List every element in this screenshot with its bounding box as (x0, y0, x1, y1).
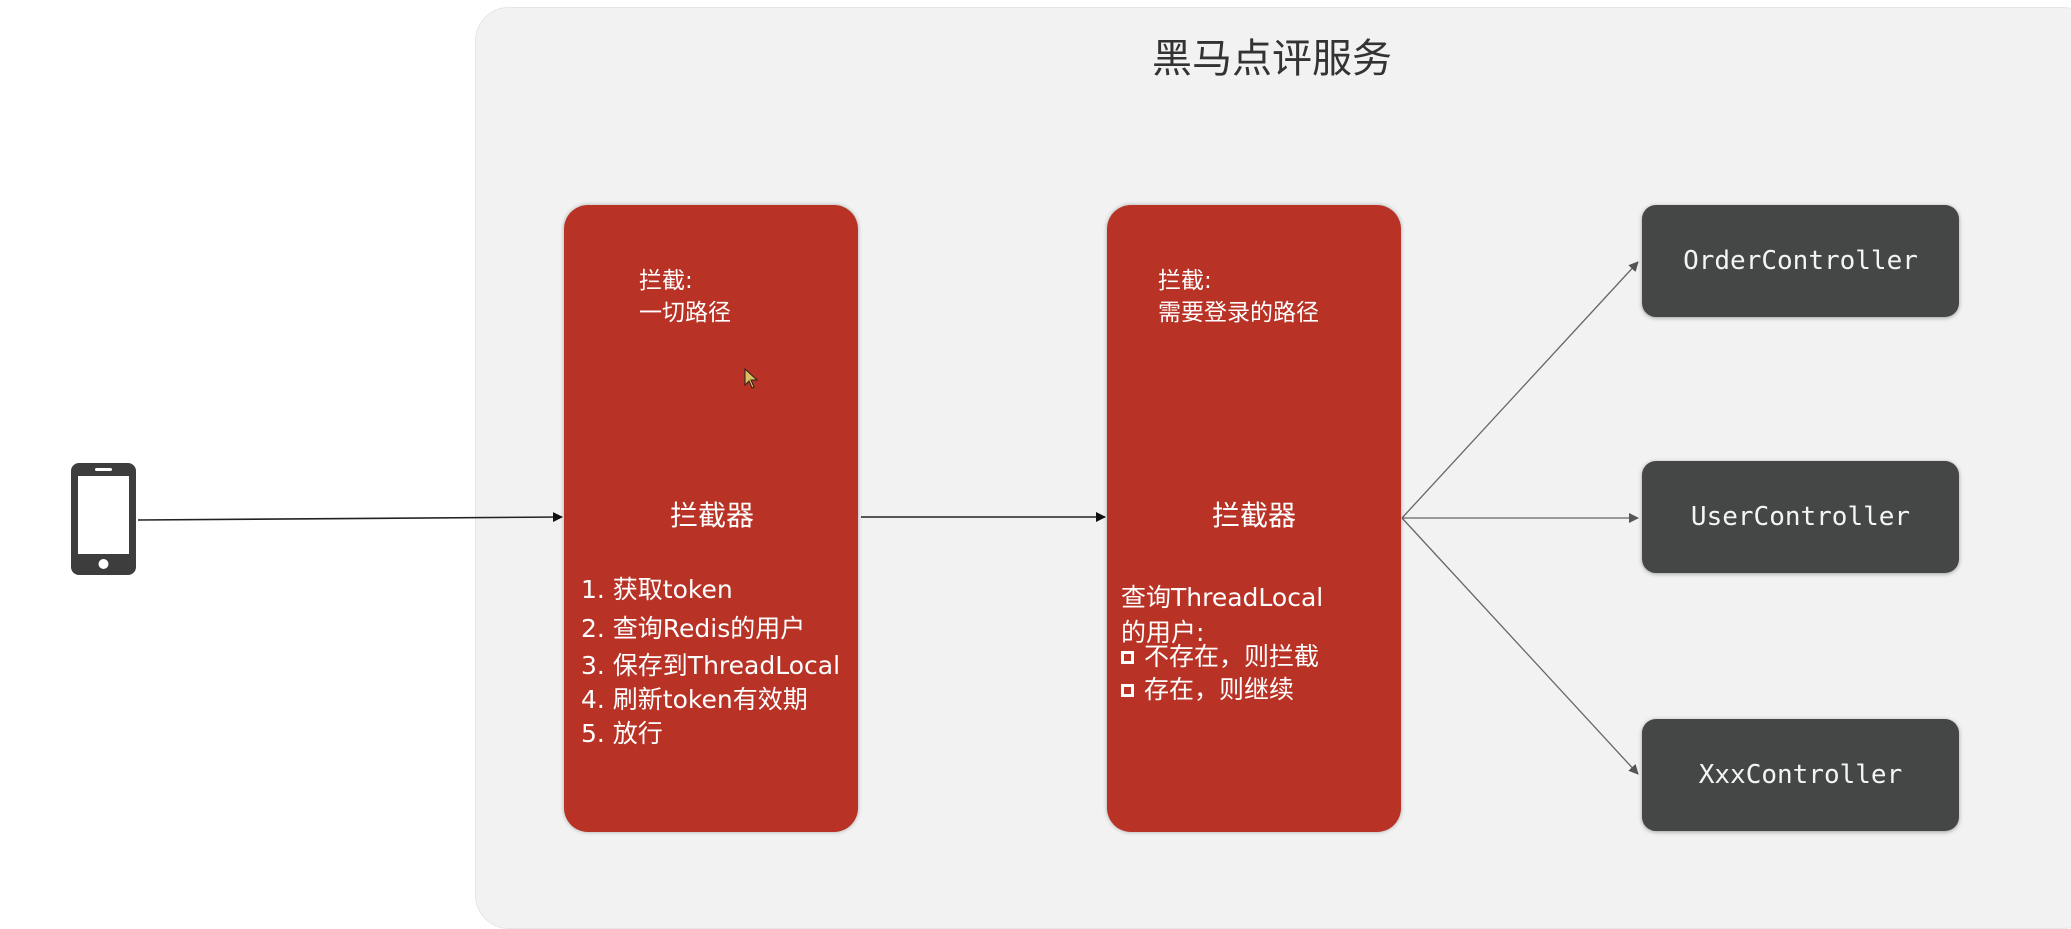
connector-arrows (137, 261, 1639, 775)
mouse-cursor-icon (744, 367, 760, 394)
option-text: 存在，则继续 (1144, 675, 1295, 704)
interceptor2-option: 不存在，则拦截 (1121, 639, 1319, 674)
interceptor2-desc: 查询ThreadLocal (1121, 583, 1324, 612)
interceptor1-scope-label: 拦截: (639, 268, 693, 294)
checkbox-square-icon (1121, 651, 1134, 664)
option-text: 不存在，则拦截 (1144, 642, 1320, 671)
interceptor1-name: 拦截器 (669, 499, 754, 532)
service-title: 黑马点评服务 (1152, 36, 1392, 82)
interceptor1-step: 5. 放行 (581, 719, 663, 748)
arrow-phone-to-interceptor1 (137, 512, 563, 523)
arrow-to-order-controller (1401, 261, 1639, 519)
interceptor1-step: 1. 获取token (581, 575, 733, 604)
order-controller: OrderController (1642, 205, 1959, 317)
interceptor-login-paths (1107, 205, 1401, 832)
arrow-to-xxx-controller (1401, 517, 1639, 775)
interceptor1-step: 3. 保存到ThreadLocal (581, 651, 841, 680)
mobile-phone-icon (70, 462, 137, 576)
interceptor2-option: 存在，则继续 (1121, 672, 1294, 707)
interceptor1-step: 2. 查询Redis的用户 (581, 614, 806, 643)
interceptor2-scope-label: 拦截: (1158, 268, 1212, 294)
interceptor1-scope-value: 一切路径 (639, 300, 731, 326)
interceptor-all-paths (564, 205, 858, 832)
checkbox-square-icon (1121, 684, 1134, 697)
interceptor1-step: 4. 刷新token有效期 (581, 685, 808, 714)
user-controller: UserController (1642, 461, 1959, 573)
xxx-controller: XxxController (1642, 719, 1959, 831)
interceptor2-desc: 的用户: (1121, 618, 1205, 647)
interceptor2-name: 拦截器 (1211, 499, 1296, 532)
interceptor2-scope-value: 需要登录的路径 (1158, 300, 1319, 326)
